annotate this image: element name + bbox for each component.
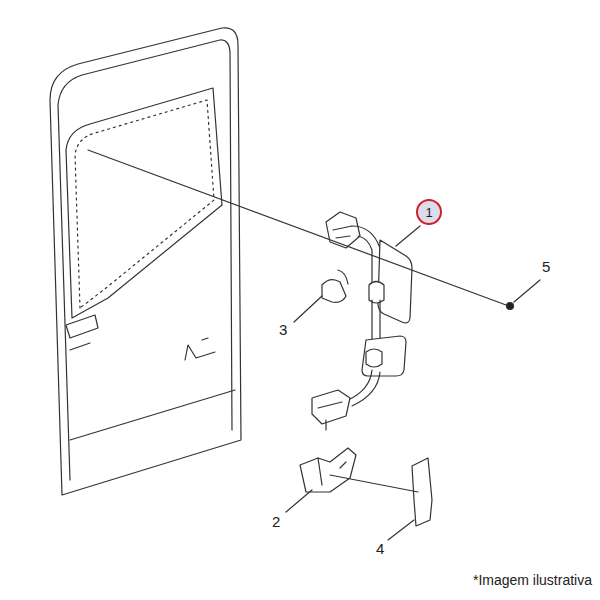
bracket-2-detail xyxy=(318,458,346,485)
lower-hinge-detail xyxy=(318,402,342,430)
door-lower-line xyxy=(70,390,235,440)
callout-circle: 1 xyxy=(416,199,442,225)
mirror-cap xyxy=(322,280,346,303)
upper-mount-detail xyxy=(333,226,352,238)
small-mirror-joint xyxy=(366,349,382,367)
leader-line xyxy=(286,490,312,512)
callout-number: 1 xyxy=(425,206,432,219)
window-frame xyxy=(66,88,222,318)
upper-mount xyxy=(326,212,360,248)
callout-number: 3 xyxy=(279,322,287,337)
leader-line xyxy=(396,226,420,246)
leader-line xyxy=(514,280,540,302)
callout-number: 4 xyxy=(376,541,384,556)
window-frame-inner xyxy=(75,100,214,308)
door-outline xyxy=(50,28,241,495)
bolt xyxy=(507,303,514,310)
door-handle xyxy=(66,315,98,338)
lower-arm-2 xyxy=(348,370,380,406)
assembly-line xyxy=(88,150,506,305)
leader-line xyxy=(294,296,322,322)
door-detail xyxy=(70,338,215,360)
bracket-2 xyxy=(300,448,356,492)
callout-number: 2 xyxy=(272,514,280,529)
main-mirror xyxy=(378,240,412,323)
callout-number: 5 xyxy=(542,259,550,274)
assembly-line xyxy=(330,475,418,492)
mirror-joint xyxy=(369,282,384,304)
mirror-cap-detail xyxy=(338,270,348,284)
lower-hinge xyxy=(312,390,350,424)
door-inner-edge xyxy=(58,40,232,480)
note-text: *Imagem ilustrativa xyxy=(473,573,592,587)
leader-line xyxy=(388,520,414,540)
small-mirror xyxy=(362,336,406,376)
